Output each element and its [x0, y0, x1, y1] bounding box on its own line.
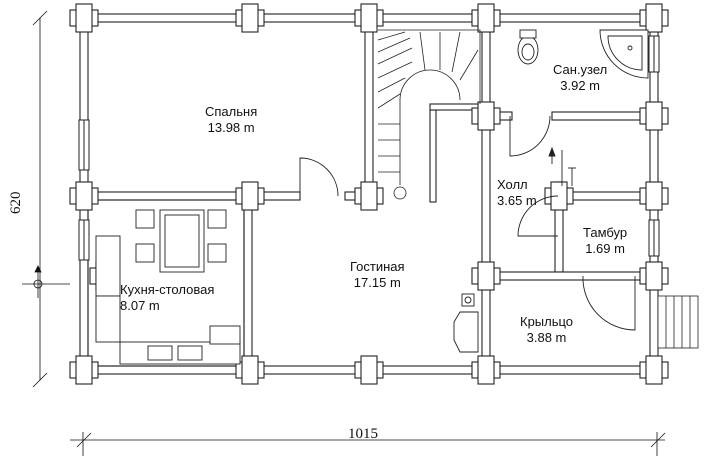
- room-area: 13.98 m: [207, 120, 255, 135]
- room-label-living: Гостиная 17.15 m: [350, 259, 405, 291]
- windows: [78, 35, 660, 261]
- dimension-lines: [22, 10, 666, 456]
- room-name: Крыльцо: [520, 314, 574, 329]
- bathroom-fixtures: [517, 29, 649, 79]
- room-area: 3.88 m: [526, 330, 567, 345]
- room-label-porch: Крыльцо 3.88 m: [520, 314, 573, 346]
- doors: [299, 115, 636, 331]
- room-name: Гостиная: [350, 259, 405, 274]
- staircase: [377, 29, 481, 200]
- dimension-width: 1015: [348, 426, 378, 442]
- log-ends: [69, 3, 669, 385]
- room-label-bathroom: Сан.узел 3.92 m: [553, 62, 607, 94]
- room-area: 8.07 m: [120, 298, 160, 313]
- room-name: Сан.узел: [553, 62, 608, 77]
- room-name: Тамбур: [583, 225, 628, 240]
- room-label-vestibule: Тамбур 1.69 m: [583, 225, 627, 257]
- room-label-kitchen: Кухня-столовая 8.07 m: [120, 282, 214, 314]
- porch-deck: [657, 295, 699, 349]
- room-area: 1.69 m: [585, 241, 625, 256]
- dimension-height: 620: [8, 191, 24, 215]
- room-area: 17.15 m: [353, 275, 401, 290]
- room-label-bedroom: Спальня 13.98 m: [205, 104, 257, 136]
- room-name: Холл: [497, 177, 528, 192]
- room-name: Спальня: [205, 104, 258, 119]
- stove: [453, 293, 479, 353]
- room-label-hall: Холл 3.65 m: [497, 177, 537, 209]
- room-area: 3.65 m: [497, 193, 537, 208]
- room-area: 3.92 m: [560, 78, 600, 93]
- room-name: Кухня-столовая: [120, 282, 215, 297]
- kitchen-furniture: [95, 209, 241, 365]
